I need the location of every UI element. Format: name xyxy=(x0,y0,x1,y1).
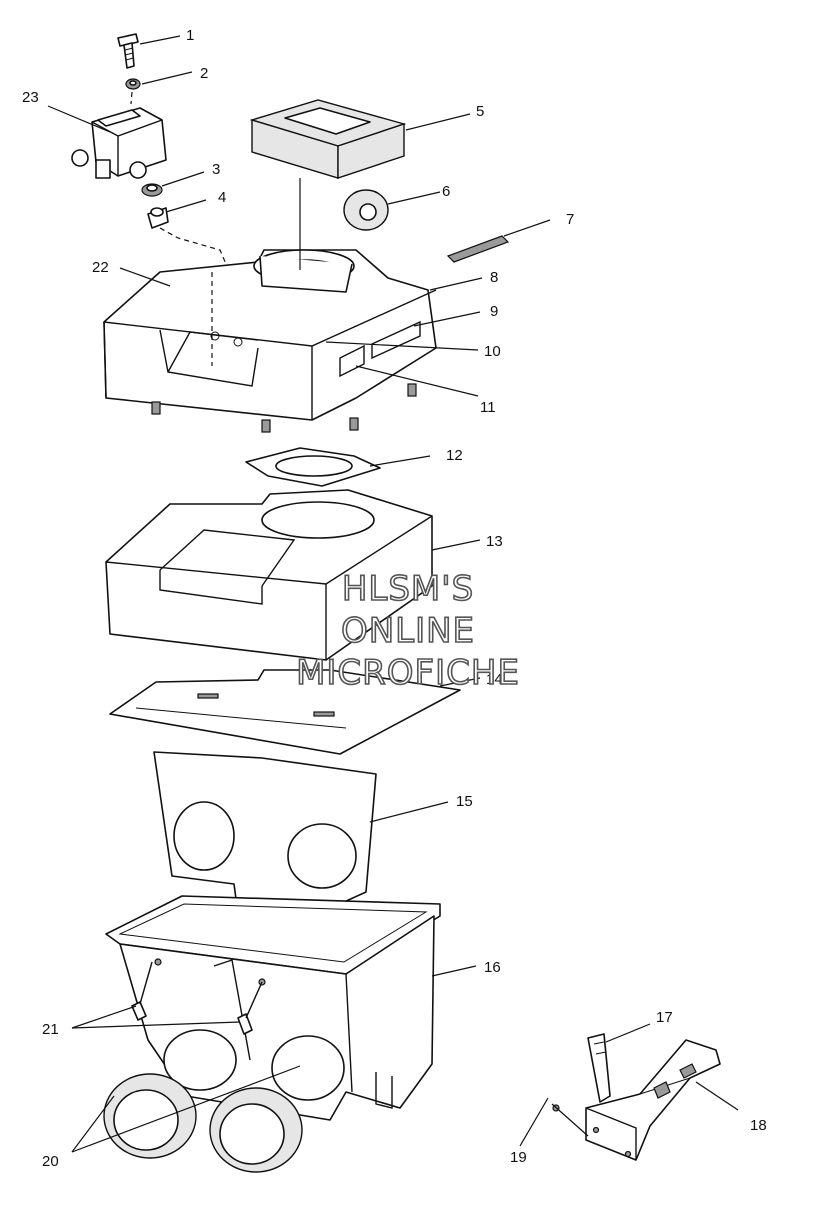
part-18-bracket xyxy=(585,1039,721,1161)
part-7-strip xyxy=(446,235,510,263)
watermark-line-2: ONLINE xyxy=(341,611,475,651)
callout-19: 19 xyxy=(510,1149,527,1166)
part-2-washer xyxy=(125,78,141,105)
callout-8: 8 xyxy=(490,269,498,286)
part-3-nut xyxy=(141,183,163,197)
leader-lines xyxy=(47,35,739,1153)
part-23-coil xyxy=(71,107,167,179)
part-16-airbox-base xyxy=(105,895,441,1121)
callout-11: 11 xyxy=(480,399,496,416)
callout-18: 18 xyxy=(750,1117,767,1134)
callout-20: 20 xyxy=(42,1153,59,1170)
part-15-baffle xyxy=(153,751,377,945)
part-14-plate xyxy=(109,669,461,755)
part-1-screw xyxy=(117,33,139,69)
part-17-clip xyxy=(587,1033,611,1103)
part-5-foam-filter xyxy=(249,99,407,179)
watermark: HLSM'S ONLINE MICROFICHE xyxy=(295,568,520,694)
callout-4: 4 xyxy=(218,189,226,206)
part-13-filter-housing xyxy=(105,489,433,661)
callout-16: 16 xyxy=(484,959,501,976)
part-12-gasket xyxy=(245,447,381,487)
callout-17: 17 xyxy=(656,1009,673,1026)
callout-5: 5 xyxy=(476,103,484,120)
part-21-fittings xyxy=(131,961,263,1035)
part-20-intake-boots xyxy=(103,1073,303,1173)
callout-2: 2 xyxy=(200,65,208,82)
callout-12: 12 xyxy=(446,447,463,464)
callout-14: 14 xyxy=(486,671,503,688)
callout-3: 3 xyxy=(212,161,220,178)
part-8-airbox-cover xyxy=(103,249,437,433)
callout-10: 10 xyxy=(484,343,501,360)
callout-22: 22 xyxy=(92,259,109,276)
callout-6: 6 xyxy=(442,183,450,200)
watermark-line-1: HLSM'S xyxy=(342,569,474,609)
part-4-grommet xyxy=(147,207,227,265)
callout-9: 9 xyxy=(490,303,498,320)
callout-1: 1 xyxy=(186,27,194,44)
callout-13: 13 xyxy=(486,533,503,550)
callout-15: 15 xyxy=(456,793,473,810)
watermark-line-3: MICROFICHE xyxy=(296,653,520,693)
callout-7: 7 xyxy=(566,211,574,228)
callout-21: 21 xyxy=(42,1021,59,1038)
part-6-seal-ring xyxy=(343,189,389,231)
callout-23: 23 xyxy=(22,89,39,106)
